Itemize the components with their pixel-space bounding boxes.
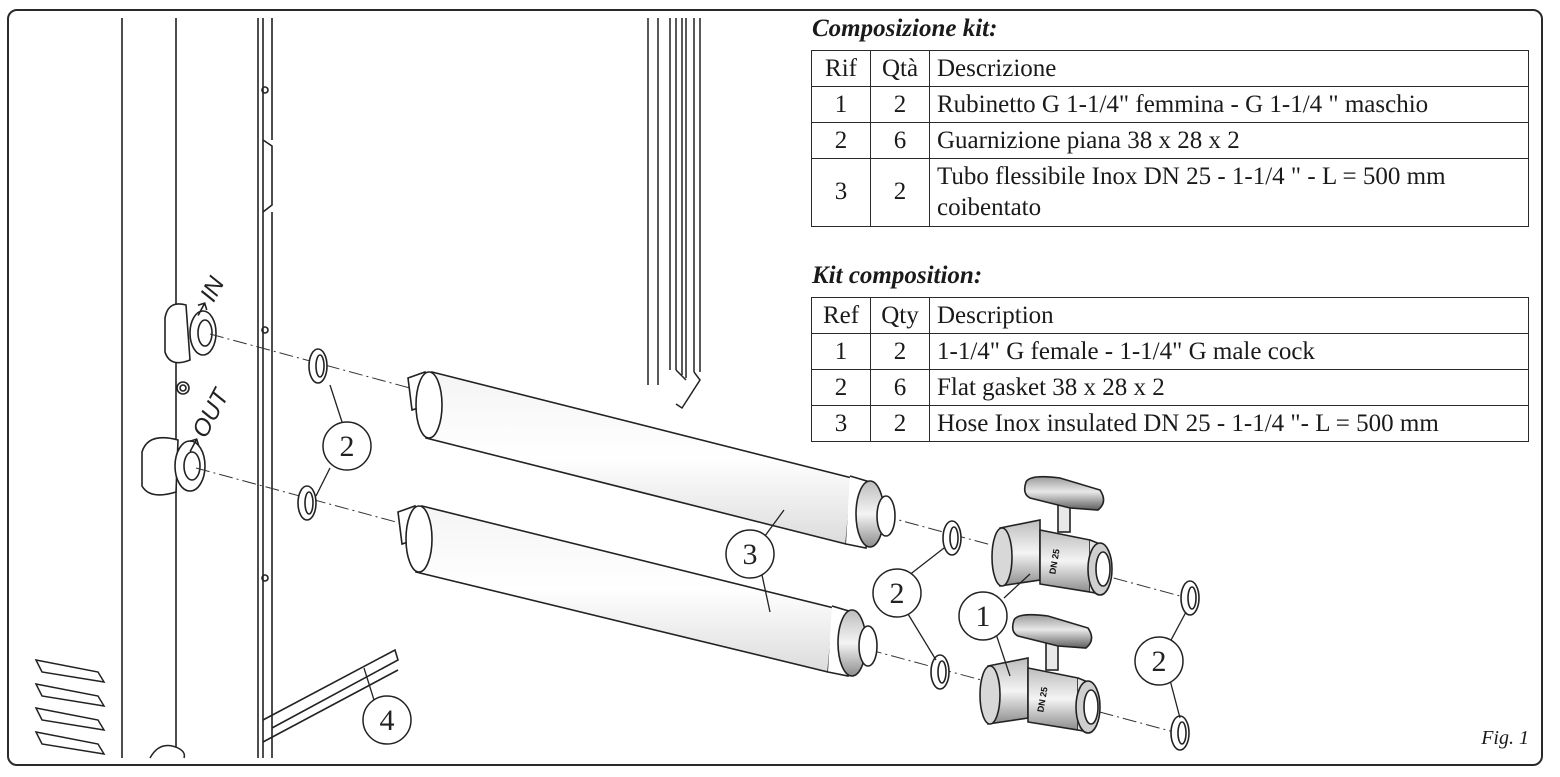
cell-qty: 2 — [870, 158, 930, 227]
cell-qty: 2 — [870, 333, 930, 370]
gasket-6 — [1170, 715, 1190, 751]
callout-gasket-left: 2 — [322, 421, 372, 471]
callout-valve: 1 — [958, 591, 1008, 641]
cell-description: Rubinetto G 1-1/4" femmina - G 1-1/4 " m… — [929, 86, 1529, 123]
table-row: 1 2 1-1/4" G female - 1-1/4" G male cock — [811, 333, 1529, 370]
table-row: 3 2 Tubo flessibile Inox DN 25 - 1-1/4 "… — [811, 158, 1529, 227]
header-ref: Ref — [811, 297, 871, 334]
table-row: 1 2 Rubinetto G 1-1/4" femmina - G 1-1/4… — [811, 86, 1529, 123]
callout-gasket-left-number: 2 — [340, 430, 355, 463]
cell-description: Guarnizione piana 38 x 28 x 2 — [929, 122, 1529, 159]
english-kit-title: Kit composition: — [812, 262, 983, 289]
valve-marking-upper: DN 25 — [1047, 548, 1061, 575]
table-row: 3 2 Hose Inox insulated DN 25 - 1-1/4 "-… — [811, 405, 1529, 442]
cell-ref: 3 — [811, 158, 871, 227]
louvre-vents — [34, 658, 186, 759]
table-header-row: Ref Qty Description — [811, 297, 1529, 334]
figure-frame — [7, 9, 1543, 766]
cell-ref: 2 — [811, 122, 871, 159]
header-description: Descrizione — [929, 50, 1529, 87]
outlet-label: OUT — [187, 383, 236, 442]
support-bracket — [647, 18, 701, 410]
hose-lower — [397, 504, 878, 677]
callout-gasket-middle-number: 2 — [890, 577, 905, 610]
gasket-2 — [297, 485, 317, 521]
cell-description: Flat gasket 38 x 28 x 2 — [929, 369, 1529, 406]
inlet-arrow-icon — [197, 302, 208, 316]
header-qty: Qtà — [870, 50, 930, 87]
callout-hose: 3 — [725, 529, 775, 579]
gasket-group — [297, 348, 1200, 751]
ball-valve-upper: DN 25 — [991, 475, 1113, 596]
cell-qty: 6 — [870, 122, 930, 159]
cell-ref: 3 — [811, 405, 871, 442]
header-ref: Rif — [811, 50, 871, 87]
gasket-5 — [1180, 580, 1200, 616]
cell-ref: 1 — [811, 333, 871, 370]
gasket-4 — [930, 654, 950, 690]
cell-qty: 2 — [870, 86, 930, 123]
unit-panel — [121, 18, 399, 758]
valve-marking-lower: DN 25 — [1035, 686, 1049, 713]
italian-kit-title: Composizione kit: — [812, 15, 998, 42]
cell-qty: 6 — [870, 369, 930, 406]
outlet-arrow-icon — [189, 438, 200, 452]
callout-gasket-right: 2 — [1134, 636, 1184, 686]
ball-valve-lower: DN 25 — [979, 613, 1101, 734]
callout-gasket-right-number: 2 — [1152, 645, 1167, 678]
inlet-label: IN — [195, 272, 230, 306]
callout-panel-number: 4 — [380, 704, 395, 737]
english-kit-table: Ref Qty Description 1 2 1-1/4" G female … — [811, 297, 1529, 442]
figure-label: Fig. 1 — [1481, 727, 1529, 749]
table-row: 2 6 Flat gasket 38 x 28 x 2 — [811, 369, 1529, 406]
table-row: 2 6 Guarnizione piana 38 x 28 x 2 — [811, 122, 1529, 159]
cell-ref: 2 — [811, 369, 871, 406]
gasket-3 — [942, 520, 962, 556]
hose-upper — [407, 370, 896, 549]
cell-description: Hose Inox insulated DN 25 - 1-1/4 "- L =… — [929, 405, 1529, 442]
leader-lines — [315, 384, 1187, 719]
callout-gasket-middle: 2 — [872, 568, 922, 618]
cell-description: 1-1/4" G female - 1-1/4" G male cock — [929, 333, 1529, 370]
inlet-fitting — [164, 303, 217, 364]
gasket-1 — [308, 348, 328, 384]
cell-description: Tubo flessibile Inox DN 25 - 1-1/4 " - L… — [929, 158, 1529, 227]
callout-valve-number: 1 — [976, 600, 991, 633]
italian-kit-table: Rif Qtà Descrizione 1 2 Rubinetto G 1-1/… — [811, 50, 1529, 227]
callout-panel: 4 — [362, 695, 412, 745]
header-qty: Qty — [870, 297, 930, 334]
header-description: Description — [929, 297, 1529, 334]
cell-qty: 2 — [870, 405, 930, 442]
outlet-fitting — [141, 436, 206, 496]
cell-ref: 1 — [811, 86, 871, 123]
callout-hose-number: 3 — [743, 538, 758, 571]
table-header-row: Rif Qtà Descrizione — [811, 50, 1529, 87]
